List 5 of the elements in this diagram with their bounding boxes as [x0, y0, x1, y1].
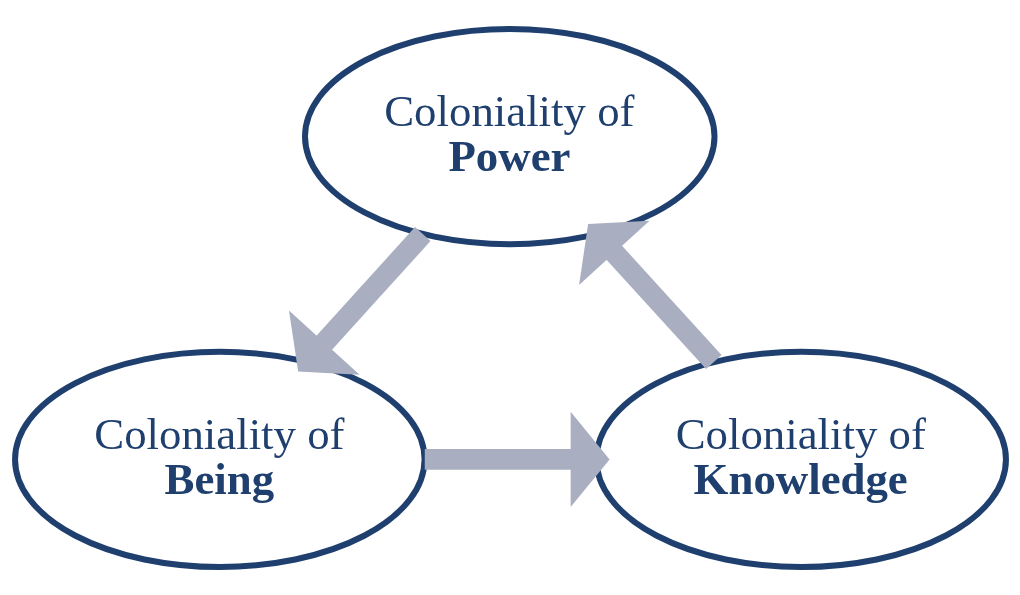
arrow — [424, 411, 610, 507]
arrow — [578, 220, 722, 369]
node-ellipse: Coloniality of Power — [301, 25, 717, 247]
arrow — [288, 226, 430, 375]
node-ellipse: Coloniality of Being — [11, 348, 428, 570]
